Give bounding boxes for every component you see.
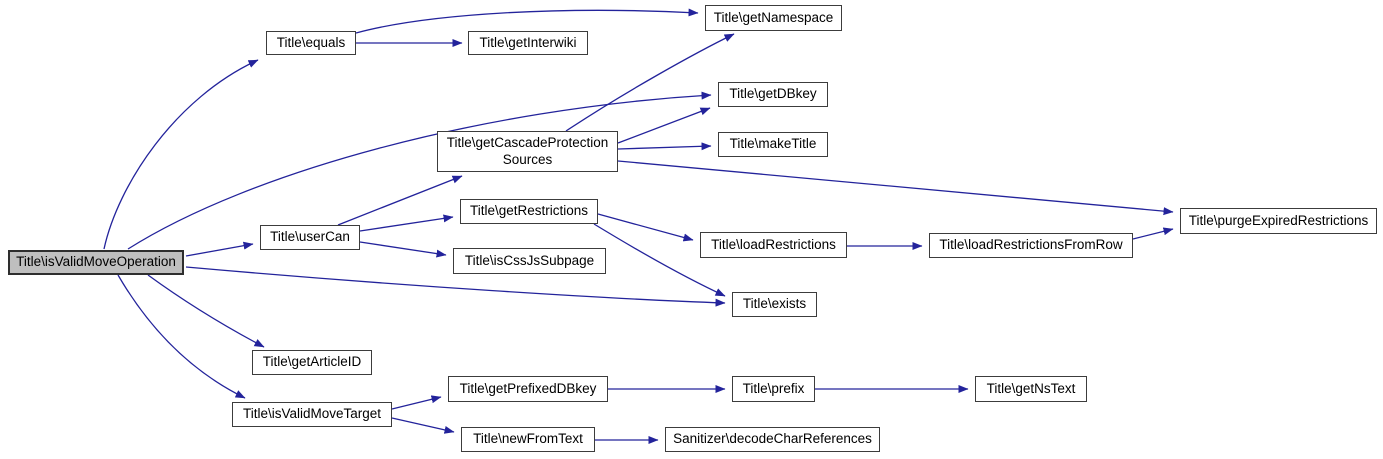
edge-getcascadeprotectionsources-getdbkey [617,107,711,144]
node-title-getnstext[interactable]: Title\getNsText [975,376,1087,402]
node-title-equals[interactable]: Title\equals [266,31,356,55]
node-title-getarticleid[interactable]: Title\getArticleID [252,350,372,375]
edge-isvalidmovetarget-newfromtext [391,417,455,434]
edge-getcascadeprotectionsources-purgeexpiredrestrictions [617,160,1174,216]
node-title-purgeexpiredrestrictions[interactable]: Title\purgeExpiredRestrictions [1180,208,1377,234]
edge-getrestrictions-loadrestrictions [597,213,694,242]
edge-isvalidmoveoperation-getarticleid [147,274,265,348]
edge-getrestrictions-exists [593,223,726,297]
node-title-getcascadeprotectionsources[interactable]: Title\getCascadeProtection Sources [437,131,618,172]
node-title-usercan[interactable]: Title\userCan [260,225,360,250]
edge-isvalidmoveoperation-getdbkey [127,91,712,250]
node-title-isvalidmovetarget[interactable]: Title\isValidMoveTarget [232,402,392,427]
node-title-isvalidmoveoperation: Title\isValidMoveOperation [8,250,184,275]
edge-isvalidmoveoperation-exists [185,266,726,307]
node-title-exists[interactable]: Title\exists [732,292,817,317]
edge-isvalidmoveoperation-usercan [185,241,254,257]
edge-loadrestrictionsfromrow-purgeexpiredrestrictions [1132,227,1174,240]
node-title-maketitle[interactable]: Title\makeTitle [718,132,828,157]
node-title-loadrestrictionsfromrow[interactable]: Title\loadRestrictionsFromRow [929,233,1133,258]
node-title-newfromtext[interactable]: Title\newFromText [461,427,595,452]
edge-usercan-getrestrictions [359,214,454,232]
node-title-getrestrictions[interactable]: Title\getRestrictions [460,199,598,224]
edge-equals-getnamespace [355,8,699,34]
edge-getcascadeprotectionsources-getnamespace [565,33,735,132]
node-title-getnamespace[interactable]: Title\getNamespace [705,5,842,31]
node-title-getinterwiki[interactable]: Title\getInterwiki [468,31,588,55]
node-title-getprefixeddbkey[interactable]: Title\getPrefixedDBkey [448,376,608,402]
edge-getcascadeprotectionsources-maketitle [617,142,712,151]
node-title-loadrestrictions[interactable]: Title\loadRestrictions [700,232,847,258]
edge-usercan-iscssjssubpage [359,241,447,258]
edge-isvalidmovetarget-getprefixeddbkey [391,395,442,410]
node-sanitizer-decodecharreferences[interactable]: Sanitizer\decodeCharReferences [665,427,880,452]
edge-isvalidmoveoperation-isvalidmovetarget [117,274,246,399]
edge-isvalidmoveoperation-equals [103,59,259,250]
edge-usercan-getcascadeprotectionsources [337,175,463,226]
node-title-prefix[interactable]: Title\prefix [732,376,815,402]
node-title-getdbkey[interactable]: Title\getDBkey [718,82,828,107]
node-title-iscssjssubpage[interactable]: Title\isCssJsSubpage [453,248,606,274]
